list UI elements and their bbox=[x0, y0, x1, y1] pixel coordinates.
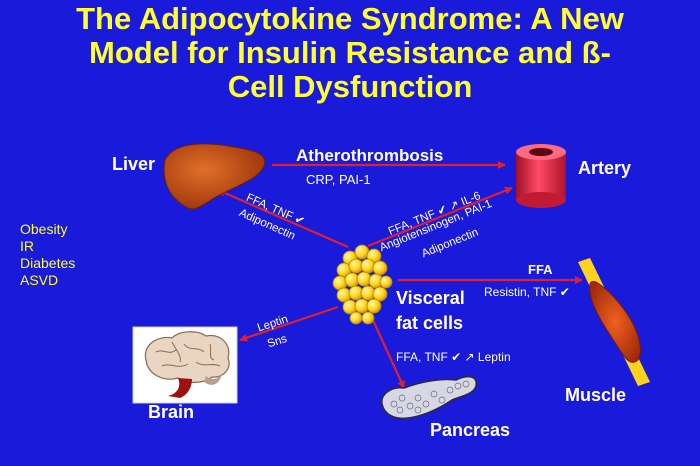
fat-cells-icon bbox=[332, 244, 393, 325]
arrows bbox=[217, 161, 583, 389]
visceral-label-line2: fat cells bbox=[396, 313, 464, 333]
condition-item: IR bbox=[20, 238, 34, 254]
title-line-3: Cell Dysfunction bbox=[227, 69, 473, 104]
condition-item: Diabetes bbox=[20, 255, 76, 271]
ffa-muscle-label: FFA bbox=[528, 262, 553, 277]
muscle-icon bbox=[578, 258, 650, 386]
arrow-fat-to-brain bbox=[239, 305, 339, 342]
pancreas-signal-text-a: FFA, TNF bbox=[396, 350, 448, 364]
liver-label: Liver bbox=[112, 154, 156, 174]
arrow-fat-to-artery bbox=[367, 186, 513, 248]
conditions-list: Obesity IR Diabetes ASVD bbox=[20, 221, 75, 289]
pancreas-label: Pancreas bbox=[430, 420, 511, 440]
arrow-fat-to-liver bbox=[217, 188, 349, 249]
pancreas-icon bbox=[381, 375, 478, 420]
artery-label: Artery bbox=[578, 158, 632, 178]
pancreas-signal-text-b: Leptin bbox=[477, 350, 511, 364]
condition-item: Obesity bbox=[20, 221, 68, 237]
title-line-1: The Adipocytokine Syndrome: A New bbox=[76, 1, 624, 36]
atherothrombosis-label: Atherothrombosis bbox=[296, 146, 444, 165]
brain-icon bbox=[132, 326, 238, 404]
title-line-2: Model for Insulin Resistance and ß- bbox=[89, 35, 611, 70]
liver-icon bbox=[163, 143, 266, 210]
arrow-up-icon: ↗ bbox=[464, 350, 475, 364]
checkmark-icon: ✔ bbox=[556, 285, 570, 299]
crp-pai-label: CRP, PAI-1 bbox=[306, 172, 371, 187]
resistin-tnf-label: Resistin, TNF ✔ bbox=[484, 285, 570, 299]
artery-icon bbox=[516, 144, 566, 208]
muscle-label: Muscle bbox=[565, 385, 627, 405]
visceral-label-line1: Visceral bbox=[396, 288, 465, 308]
arrow-fat-to-pancreas bbox=[370, 317, 406, 389]
page-title: The Adipocytokine Syndrome: A New Model … bbox=[0, 2, 700, 104]
brain-label: Brain bbox=[148, 402, 195, 422]
pancreas-signal-label: FFA, TNF ✔ ↗ Leptin bbox=[396, 350, 511, 364]
resistin-tnf-text: Resistin, TNF bbox=[484, 285, 557, 299]
checkmark-icon: ✔ bbox=[447, 350, 465, 364]
condition-item: ASVD bbox=[20, 272, 59, 288]
